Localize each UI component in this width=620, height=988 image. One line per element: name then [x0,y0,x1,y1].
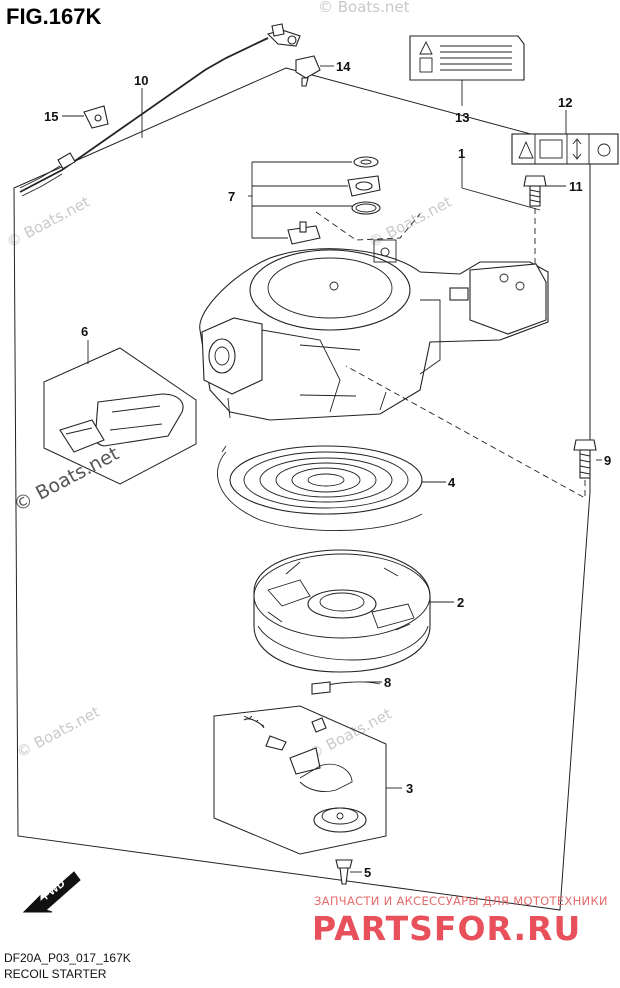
housing-part-1 [199,239,549,421]
dash-bolt-9 [345,365,586,499]
bolt-part-9 [573,439,597,479]
callout-12: 12 [558,95,572,110]
bolt-part-11 [523,175,547,207]
drawing-code: DF20A_P03_017_167K [4,951,131,965]
handle-part-6 [43,347,197,485]
callout-5: 5 [364,865,371,880]
callout-15: 15 [44,109,58,124]
ratchet-kit-part-3 [213,705,387,855]
cable-part-10 [19,23,301,197]
fastener-set-part-7 [287,156,381,245]
callout-10: 10 [134,73,148,88]
watermark-top: © Boats.net [318,0,410,16]
callout-1: 1 [458,146,465,161]
vendor-logo: PARTSFOR.RU [312,909,581,948]
screw-part-5 [335,859,353,885]
rope-part-8 [311,681,381,695]
watermark-bottom-mid: © Boats.net [305,705,394,764]
watermark-bottom-left: © Boats.net [13,703,102,762]
vendor-banner: ЗАПЧАСТИ И АКСЕССУАРЫ ДЛЯ МОТОТЕХНИКИ [314,894,608,908]
figure-title: FIG.167K [6,4,101,29]
callout-6: 6 [81,324,88,339]
callout-4: 4 [448,475,456,490]
dash-part-7 [315,211,421,241]
fwd-arrow-icon: FWD [22,871,81,913]
watermark-strong: © Boats.net [10,443,123,517]
callout-11: 11 [569,179,583,194]
callout-9: 9 [604,453,611,468]
callout-7: 7 [228,189,235,204]
clip-part-14 [295,55,321,87]
callout-13: 13 [455,110,469,125]
label-part-12 [511,133,619,165]
callout-3: 3 [406,781,413,796]
label-part-13 [409,35,525,81]
callout-14: 14 [336,59,351,74]
reel-part-2 [253,549,431,673]
callout-2: 2 [457,595,464,610]
callout-8: 8 [384,675,391,690]
section-title: RECOIL STARTER [4,967,107,981]
watermark-mid: © Boats.net [365,193,454,252]
watermark-left: © Boats.net [3,193,92,252]
spring-part-4 [217,445,423,531]
bracket-part-15 [83,105,109,129]
